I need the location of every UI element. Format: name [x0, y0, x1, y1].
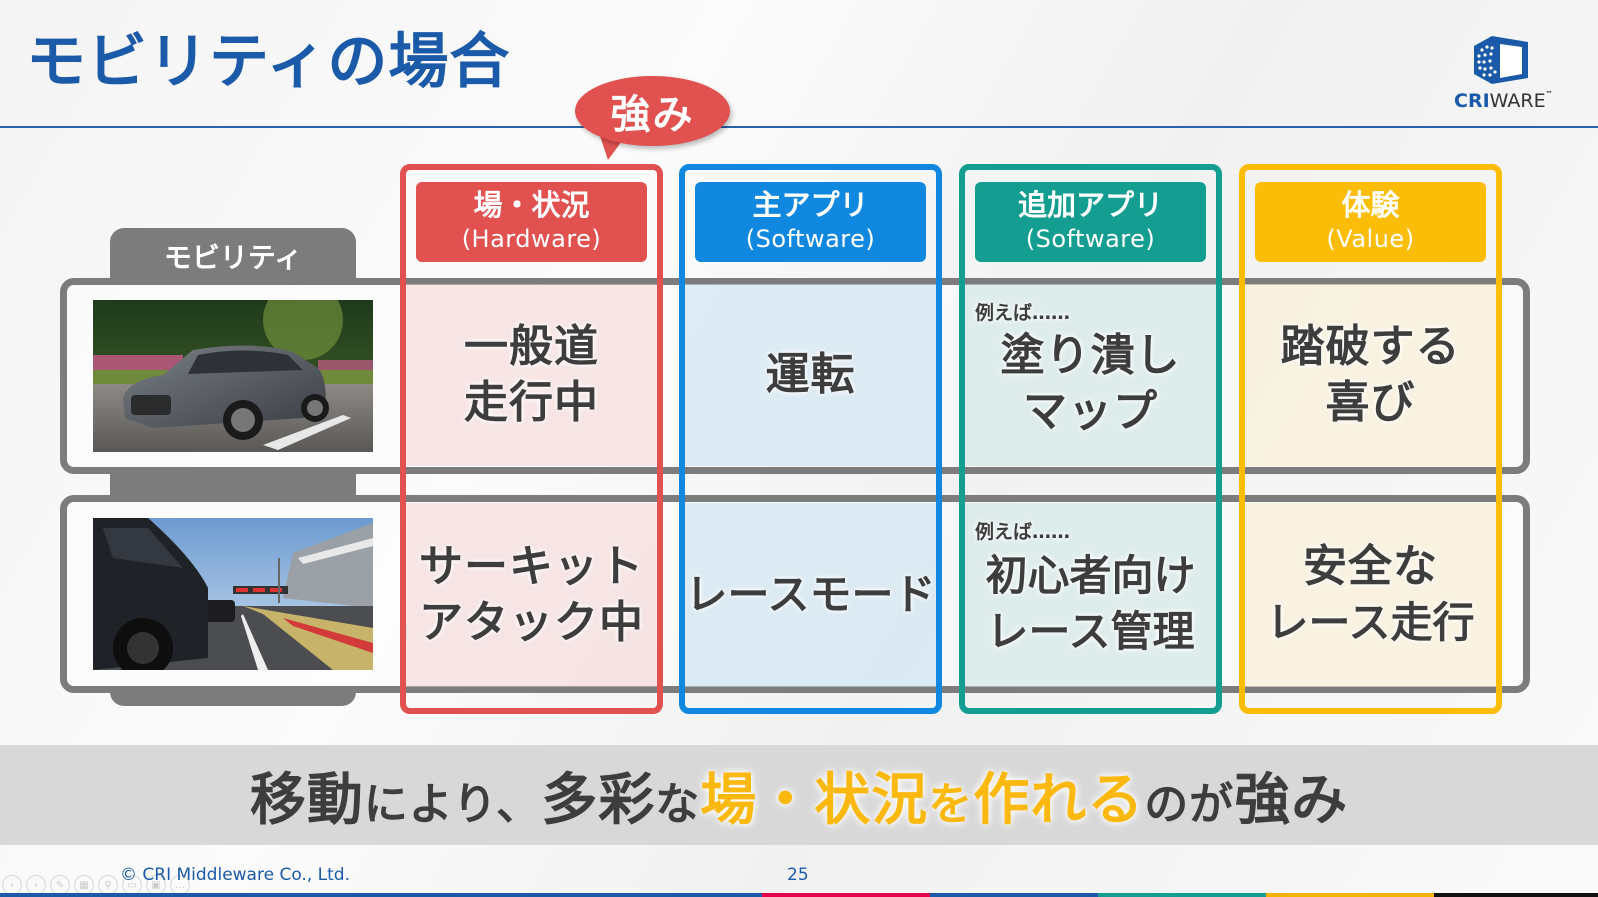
logo-text-cri: CRI [1454, 90, 1490, 112]
cell-text-line: 安全な [1303, 541, 1438, 592]
column-subtitle: (Value) [1326, 225, 1415, 253]
presenter-toolbar: ‹ › ✎ ▦ ⚲ ▭ ▣ … [2, 875, 190, 895]
cell-text-line: 喜び [1325, 377, 1416, 428]
cell-text-line: 一般道 [464, 321, 599, 372]
column-title: 追加アプリ [1017, 188, 1163, 222]
cell-text-line: 塗り潰し [1000, 330, 1181, 381]
banner-segment: 多彩 [541, 767, 656, 833]
stripe-segment [1266, 893, 1434, 897]
cell-hardware-road: 一般道 走行中 [406, 284, 657, 466]
mobility-row-header: モビリティ [110, 228, 356, 284]
stripe-segment [930, 893, 1098, 897]
sedan-driving-on-road-photo [93, 300, 373, 452]
criware-logo: CRIWARE™ [1448, 30, 1568, 120]
column-additional-app: 追加アプリ (Software) 例えば…… 塗り潰し マップ 例えば…… 初心… [959, 164, 1222, 714]
cell-hardware-circuit: サーキット アタック中 [406, 503, 657, 687]
column-main-app: 主アプリ (Software) 運転 レースモード [679, 164, 942, 714]
cell-text-line: レース走行 [1266, 598, 1475, 647]
column-header-main-app: 主アプリ (Software) [695, 182, 926, 262]
banner-segment: 移動 [249, 767, 364, 833]
column-header-value: 体験 (Value) [1255, 182, 1486, 262]
banner-highlight: 作れる [973, 767, 1145, 833]
example-note: 例えば…… [975, 302, 1071, 324]
cell-text-line: 走行中 [464, 377, 599, 428]
cell-text-line: アタック中 [419, 597, 644, 648]
callout-label: 強み [610, 92, 695, 138]
cell-value-circuit: 安全な レース走行 [1245, 503, 1496, 687]
trademark-symbol: ™ [1545, 90, 1553, 98]
stripe-segment [762, 893, 930, 897]
stripe-segment [0, 893, 762, 897]
cell-text-line: レース管理 [986, 607, 1195, 656]
car-on-race-circuit-photo [93, 518, 373, 670]
copyright-notice: © CRI Middleware Co., Ltd. [120, 865, 350, 885]
zoom-icon[interactable]: ⚲ [98, 875, 118, 895]
summary-banner: 移動により、多彩な場・状況を作れるのが強み [0, 745, 1598, 845]
column-title: 場・状況 [473, 188, 590, 222]
page-number: 25 [787, 865, 809, 885]
cell-text-line: サーキット [419, 541, 644, 592]
slides-grid-icon[interactable]: ▦ [74, 875, 94, 895]
logo-text-ware: WARE [1489, 90, 1546, 112]
previous-icon[interactable]: ‹ [2, 875, 22, 895]
cell-text-line: 運転 [765, 349, 856, 400]
footer-color-stripe [0, 893, 1598, 897]
column-hardware: 場・状況 (Hardware) 一般道 走行中 サーキット アタック中 [400, 164, 663, 714]
banner-segment: により、 [363, 778, 542, 830]
banner-segment: のが [1144, 778, 1235, 830]
cell-text-line: 初心者向け [985, 551, 1196, 600]
banner-highlight: 場・状況 [700, 767, 929, 833]
next-icon[interactable]: › [26, 875, 46, 895]
cell-additional-app-road: 例えば…… 塗り潰し マップ [965, 284, 1216, 466]
strength-callout: 強み [575, 76, 730, 146]
banner-highlight: を [928, 778, 974, 830]
column-value: 体験 (Value) 踏破する 喜び 安全な レース走行 [1239, 164, 1502, 714]
cell-text-line: 踏破する [1280, 321, 1461, 372]
cell-text-line: レースモード [685, 570, 936, 619]
cell-text-line: マップ [1023, 386, 1158, 437]
slide-title: モビリティの場合 [26, 27, 511, 97]
example-note: 例えば…… [975, 521, 1071, 543]
column-title: 体験 [1341, 188, 1400, 222]
column-subtitle: (Software) [745, 225, 876, 253]
criware-cube-icon [1474, 36, 1528, 84]
cell-main-app-road: 運転 [685, 284, 936, 466]
cell-value-road: 踏破する 喜び [1245, 284, 1496, 466]
banner-segment: な [655, 778, 701, 830]
stripe-segment [1098, 893, 1266, 897]
criware-wordmark: CRIWARE™ [1454, 90, 1553, 112]
summary-text: 移動により、多彩な場・状況を作れるのが強み [250, 755, 1348, 836]
stripe-segment [1434, 893, 1598, 897]
column-title: 主アプリ [752, 188, 869, 222]
cell-additional-app-circuit: 例えば…… 初心者向け レース管理 [965, 503, 1216, 687]
column-header-hardware: 場・状況 (Hardware) [416, 182, 647, 262]
cell-main-app-circuit: レースモード [685, 503, 936, 687]
column-header-additional-app: 追加アプリ (Software) [975, 182, 1206, 262]
column-subtitle: (Hardware) [461, 225, 602, 253]
column-subtitle: (Software) [1025, 225, 1156, 253]
title-divider [0, 126, 1598, 128]
pen-icon[interactable]: ✎ [50, 875, 70, 895]
banner-segment: 強み [1234, 767, 1349, 833]
